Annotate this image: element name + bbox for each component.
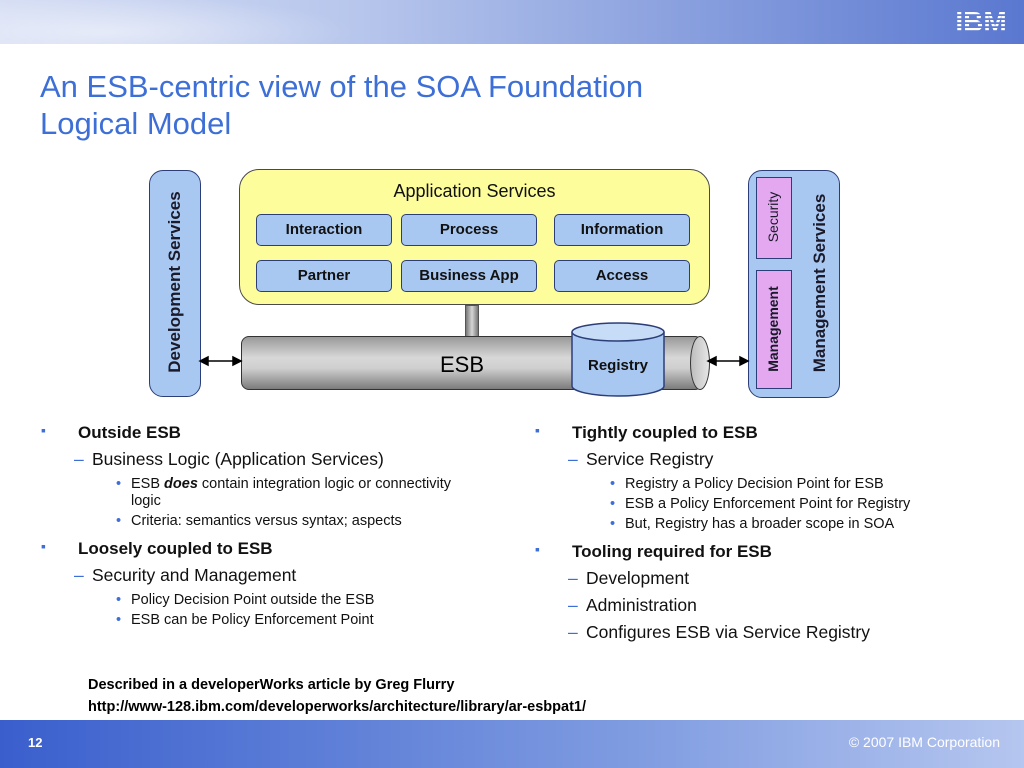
reference-note-line1: Described in a developerWorks article by… bbox=[88, 677, 455, 693]
page-title: An ESB-centric view of the SOA Foundatio… bbox=[40, 68, 643, 142]
left-double-arrow bbox=[198, 355, 243, 367]
esb-pipe-end bbox=[690, 336, 710, 390]
title-line-2: Logical Model bbox=[40, 106, 232, 141]
sub-business-logic: –Business Logic (Application Services) bbox=[74, 449, 384, 469]
copyright: © 2007 IBM Corporation bbox=[848, 734, 1000, 750]
item-policy-enforcement: •ESB can be Policy Enforcement Point bbox=[116, 612, 374, 628]
application-services-title: Application Services bbox=[393, 181, 556, 201]
service-process: Process bbox=[401, 214, 537, 246]
bullet-tooling: Tooling required for ESB bbox=[534, 541, 1004, 562]
esb-label: ESB bbox=[440, 352, 485, 377]
development-services-box bbox=[149, 170, 201, 397]
ibm-logo: IBM bbox=[955, 6, 1006, 37]
header-band: IBM bbox=[0, 0, 1024, 44]
sub-configures-esb: –Configures ESB via Service Registry bbox=[568, 622, 870, 642]
ibm-logo-text: IBM bbox=[955, 6, 1006, 37]
item-criteria: •Criteria: semantics versus syntax; aspe… bbox=[116, 513, 402, 529]
sub-service-registry: –Service Registry bbox=[568, 449, 714, 469]
service-information: Information bbox=[554, 214, 690, 246]
header-swirl bbox=[0, 0, 400, 44]
item-esb-pep: •ESB a Policy Enforcement Point for Regi… bbox=[610, 496, 911, 512]
sub-development: –Development bbox=[568, 568, 690, 588]
reference-link[interactable]: http://www-128.ibm.com/developerworks/ar… bbox=[88, 699, 586, 715]
item-policy-decision: •Policy Decision Point outside the ESB bbox=[116, 592, 375, 608]
reference-note: Described in a developerWorks article by… bbox=[88, 674, 586, 718]
application-services-box: Application Services Interaction Process… bbox=[239, 169, 710, 305]
sub-security-management: –Security and Management bbox=[74, 565, 297, 585]
management-box bbox=[756, 270, 792, 389]
footer-band bbox=[0, 720, 1024, 768]
security-box bbox=[756, 177, 792, 259]
service-interaction: Interaction bbox=[256, 214, 392, 246]
service-access: Access bbox=[554, 260, 690, 292]
item-registry-scope: •But, Registry has a broader scope in SO… bbox=[610, 516, 895, 532]
right-double-arrow bbox=[706, 355, 750, 367]
item-esb-does: •ESB does contain integration logic or c… bbox=[116, 476, 451, 509]
bullet-tightly-coupled: Tightly coupled to ESB bbox=[534, 422, 1004, 443]
bullet-outside-esb: Outside ESB bbox=[40, 422, 510, 443]
title-line-1: An ESB-centric view of the SOA Foundatio… bbox=[40, 69, 644, 104]
right-bullet-list: Tightly coupled to ESB –Service Registry… bbox=[534, 422, 1004, 649]
bullet-loosely-coupled: Loosely coupled to ESB bbox=[40, 538, 510, 559]
registry-label: Registry bbox=[587, 357, 649, 374]
page-number: 12 bbox=[28, 735, 43, 750]
service-partner: Partner bbox=[256, 260, 392, 292]
sub-administration: –Administration bbox=[568, 595, 697, 615]
registry-cylinder bbox=[571, 322, 665, 397]
left-bullet-list: Outside ESB –Business Logic (Application… bbox=[40, 422, 510, 632]
item-registry-pdp: •Registry a Policy Decision Point for ES… bbox=[610, 476, 884, 492]
service-business-app: Business App bbox=[401, 260, 537, 292]
